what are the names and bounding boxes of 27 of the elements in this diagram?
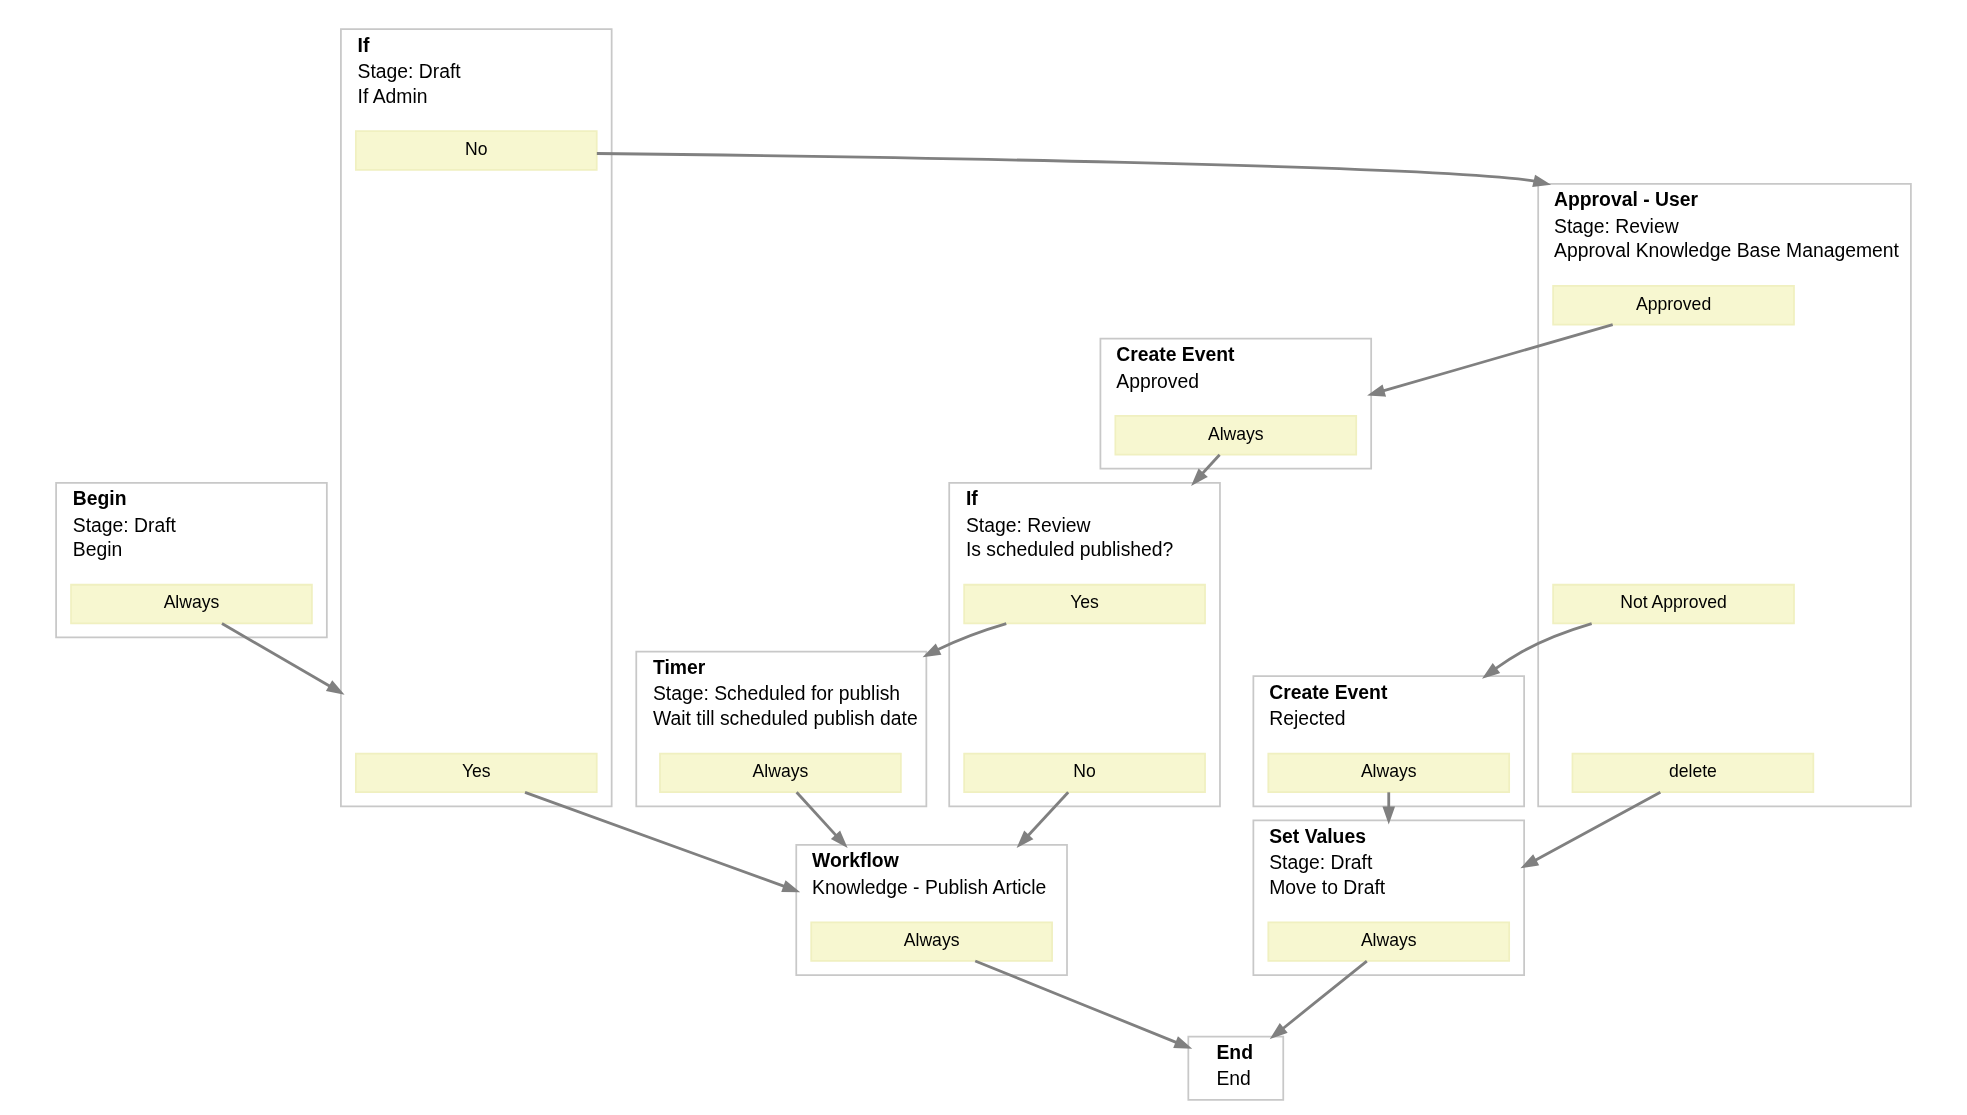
- arrow: [596, 152, 1552, 187]
- arrow: [1016, 791, 1070, 849]
- arrow: [922, 622, 1007, 658]
- node-box: Always: [1114, 415, 1358, 456]
- node-box: Always: [1267, 921, 1511, 962]
- arrow: [974, 959, 1193, 1049]
- node-box: Always: [70, 583, 313, 625]
- node-box: Yes: [354, 752, 598, 794]
- arrow: [1520, 791, 1662, 869]
- node-box: Approved: [1552, 285, 1795, 326]
- arrow: [1367, 323, 1614, 397]
- arrow: [1482, 622, 1593, 679]
- arrow: [1191, 453, 1221, 486]
- node-box: Yes: [963, 583, 1206, 625]
- node-box: delete: [1571, 752, 1815, 794]
- node-box: End End: [1187, 1035, 1285, 1101]
- node-box: Always: [1267, 752, 1511, 794]
- node-box: Always: [810, 921, 1053, 962]
- node-box: No: [963, 752, 1206, 794]
- node-box: Not Approved: [1552, 583, 1795, 625]
- arrow: [221, 622, 345, 695]
- arrow: [1382, 792, 1396, 825]
- node-box: Always: [659, 752, 902, 794]
- node-box: No: [354, 130, 598, 171]
- arrow: [524, 791, 801, 893]
- arrow: [1269, 959, 1368, 1040]
- arrow: [795, 791, 848, 849]
